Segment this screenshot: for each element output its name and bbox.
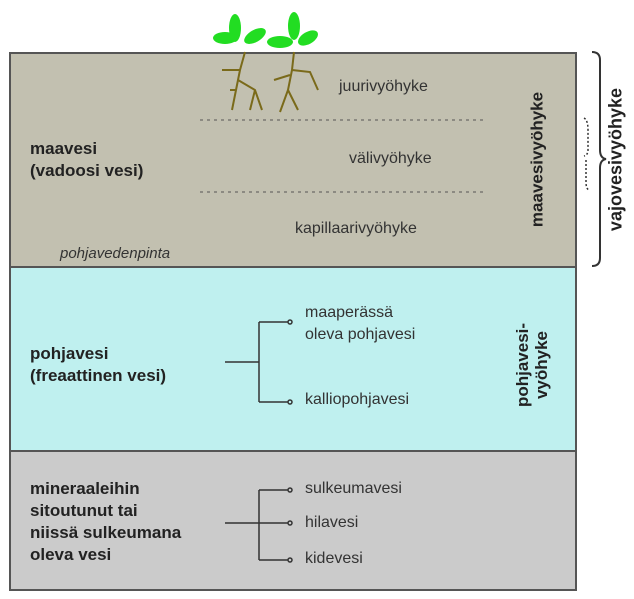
plant-icon [213,12,319,113]
groundwater-label-1: pohjavesi [30,344,109,363]
label-line: niissä sulkeumana [30,523,182,542]
branch-bedrock-groundwater: kalliopohjavesi [305,391,410,408]
zone-root: juurivyöhyke [339,78,428,95]
outer-brace [591,51,607,267]
unsaturated-zone-side-label: maavesivyöhyke [527,91,547,228]
bound-branch-lines [225,487,293,563]
branch-line: oleva pohjavesi [305,326,416,343]
bound-water-layer [9,450,577,591]
zone-intermediate: välivyöhyke [349,150,432,167]
branch-crystal-water: kidevesi [305,550,363,567]
inner-brace [583,117,591,191]
branch-soil-groundwater: maaperässä oleva pohjavesi [305,302,415,346]
groundwater-layer [9,266,577,452]
groundwater-zone-side-label: pohjavesi- vyöhyke [513,315,551,415]
vadose-zone-label: vajovesivyöhyke [605,87,626,232]
groundwater-label-2: (freaattinen vesi) [30,366,167,385]
unsaturated-layer [9,52,577,268]
branch-line: maaperässä [305,304,394,321]
branch-inclusion-water: sulkeumavesi [305,480,402,497]
unsaturated-label-1: maavesi [30,139,98,158]
label-line: oleva vesi [30,545,112,564]
branch-lattice-water: hilavesi [305,514,359,531]
bound-water-label: mineraaleihin sitoutunut tai niissä sulk… [30,478,181,566]
water-table-label: pohjavedenpinta [60,245,171,262]
groundwater-branch-lines [225,319,293,405]
zone-capillary: kapillaarivyöhyke [295,220,417,237]
unsaturated-label-2: (vadoosi vesi) [30,161,144,180]
label-line: sitoutunut tai [30,501,138,520]
side-label-line: vyöhyke [532,330,551,400]
side-label-line: pohjavesi- [513,322,532,408]
label-line: mineraaleihin [30,479,140,498]
